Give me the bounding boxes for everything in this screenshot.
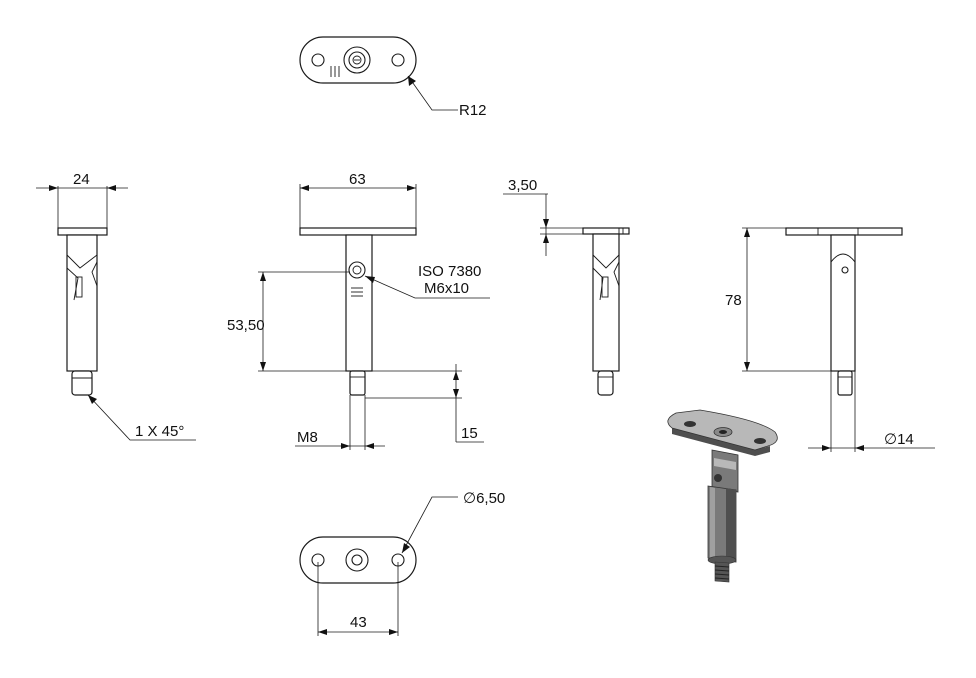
right-front-thread xyxy=(837,370,853,396)
left-side-view: 24 1 X 45° xyxy=(36,171,196,441)
right-front-tube xyxy=(830,234,856,372)
isometric-render xyxy=(667,409,778,583)
top-view-hole-left xyxy=(311,53,325,67)
height-b-label: 78 xyxy=(725,292,742,309)
top-view-hole-right xyxy=(391,53,405,67)
screw-spec-line1: ISO 7380 xyxy=(418,263,481,280)
radius-label: R12 xyxy=(459,102,487,119)
thread-length-label: 15 xyxy=(461,425,478,442)
thread-label: M8 xyxy=(297,429,318,446)
screw-leader xyxy=(364,275,490,299)
side-width-label: 24 xyxy=(73,171,90,188)
iso-bracket xyxy=(711,449,739,493)
front-thread xyxy=(349,370,366,396)
right-front-plate xyxy=(785,227,903,236)
tube-diameter-label: ∅14 xyxy=(884,431,914,448)
radius-leader xyxy=(407,75,458,111)
front-screw xyxy=(348,261,366,279)
right-tube xyxy=(592,233,620,372)
left-thread xyxy=(71,370,93,396)
front-plate xyxy=(299,227,417,236)
plate-thickness-label: 3,50 xyxy=(508,177,537,194)
right-plate-edge xyxy=(582,227,630,235)
top-view-screw-socket xyxy=(352,55,362,65)
chamfer-label: 1 X 45° xyxy=(135,423,184,440)
right-thread xyxy=(597,370,614,396)
left-tube xyxy=(66,234,98,372)
screw-spec-line2: M6x10 xyxy=(424,280,469,297)
top-view: R12 xyxy=(299,36,487,119)
bottom-view: ∅6,50 43 xyxy=(299,490,505,636)
bottom-view-center-hole xyxy=(351,554,363,566)
chamfer-leader xyxy=(87,394,196,441)
height-a-label: 53,50 xyxy=(227,317,265,334)
front-view: 63 ISO 7380 M6x10 53,50 15 M8 xyxy=(227,171,490,450)
right-front-view: 78 ∅14 xyxy=(725,227,935,452)
front-tube xyxy=(345,234,373,372)
right-side-view: 3,50 xyxy=(503,177,630,396)
left-plate-edge xyxy=(57,227,108,236)
hole-leader xyxy=(401,496,458,554)
hole-diameter-label: ∅6,50 xyxy=(463,490,505,507)
hole-spacing-label: 43 xyxy=(350,614,367,631)
plate-width-label: 63 xyxy=(349,171,366,188)
